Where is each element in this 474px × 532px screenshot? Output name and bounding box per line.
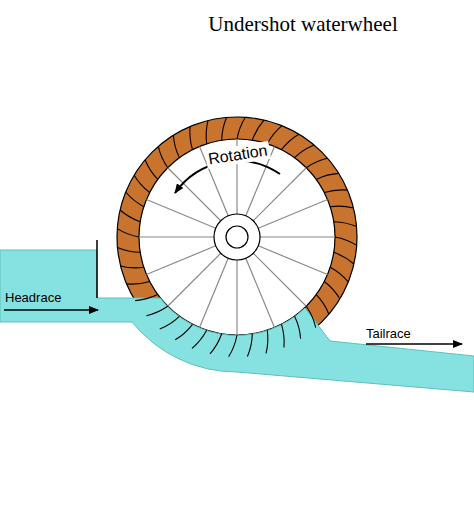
paddle [190,127,193,150]
paddle [127,282,150,285]
paddle [160,316,180,329]
spoke [260,236,335,237]
sluice-gate [96,240,98,298]
flow-label: Headrace [5,290,61,305]
spoke [253,253,306,306]
paddle [210,334,222,354]
paddle [324,190,347,193]
spoke [258,246,327,275]
spoke [146,246,215,275]
flow-label: Tailrace [366,326,411,341]
paddle [282,324,285,347]
spoke [146,199,215,228]
spoke [168,253,221,306]
paddle [282,134,299,150]
paddle [121,266,144,268]
paddle [117,229,139,237]
paddle [135,295,158,301]
paddle [120,210,140,222]
spoke [168,168,221,221]
paddle [267,126,282,144]
spoke [253,168,306,221]
paddle [316,173,339,179]
paddle [173,135,179,158]
diagram-title: Undershot waterwheel [208,12,398,37]
wheel-spokes [139,139,335,335]
paddle [158,146,167,167]
paddle [330,206,353,208]
paddle [295,145,315,158]
paddle [306,306,315,327]
paddle [334,252,354,264]
water-channel [0,250,474,392]
paddle [316,295,329,315]
spoke [199,258,228,327]
paddle [229,335,237,357]
wheel-hub [214,214,260,260]
wheel-disk [139,139,335,335]
paddle [247,334,252,357]
paddle [252,120,264,140]
spoke [258,199,327,228]
paddle [306,158,327,167]
paddle [266,330,268,353]
wheel-paddles [117,117,356,356]
paddle [206,121,208,144]
spoke [236,260,237,335]
paddle [334,222,357,227]
paddle [145,160,158,180]
paddle [126,192,144,207]
paddle [134,175,150,192]
flow-arrow [4,309,98,311]
paddle [222,118,227,141]
flow-arrow [366,343,462,345]
paddle [146,306,167,315]
spoke [139,236,214,237]
paddle [118,247,141,252]
paddle [175,324,192,340]
wheel-axle [226,226,248,248]
spoke [246,258,275,327]
paddle [192,330,207,348]
paddle [295,316,301,339]
paddle [330,267,348,282]
paddle [237,117,245,139]
paddle [324,282,340,299]
paddle [335,237,357,245]
